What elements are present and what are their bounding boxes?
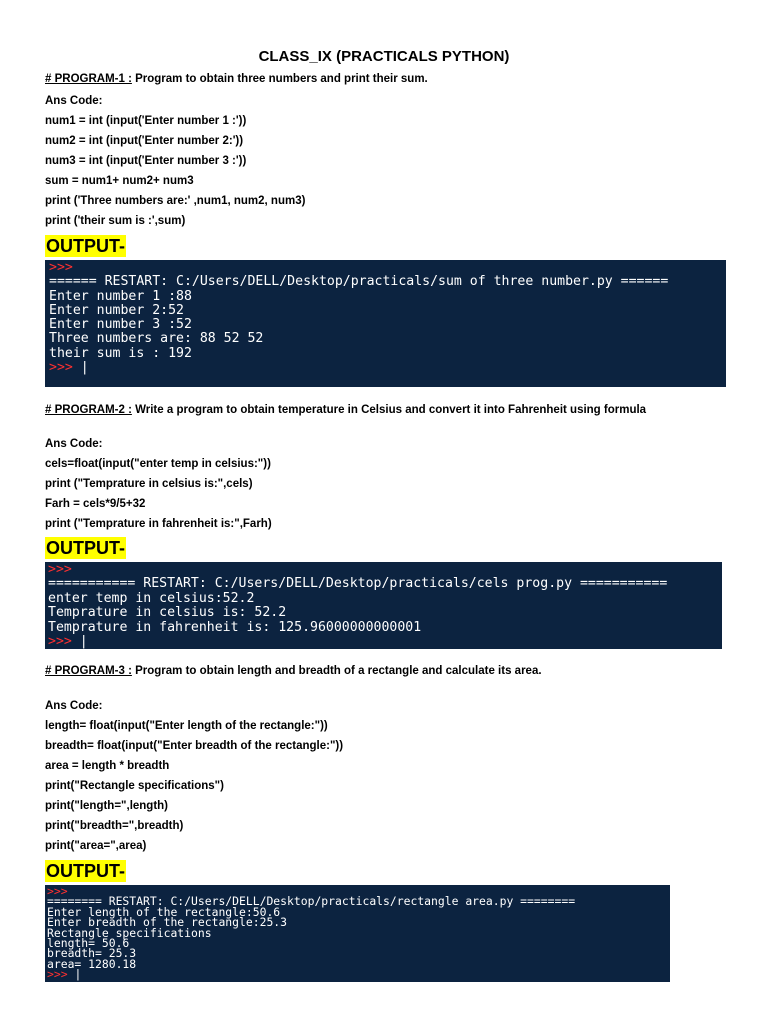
terminal-line: Three numbers are: 88 52 52 [49,331,264,347]
terminal-prompt: >>> [49,260,73,275]
output-label: OUTPUT- [45,537,126,559]
terminal-line: =========== RESTART: C:/Users/DELL/Deskt… [48,576,668,592]
terminal-end-prompt: >>> [49,360,73,376]
terminal-line: Enter number 1 :88 [49,288,192,304]
program-1-heading: # PROGRAM-1 : Program to obtain three nu… [45,73,428,85]
code-line: print ('Three numbers are:' ,num1, num2,… [45,195,306,207]
code-line: print ('their sum is :',sum) [45,215,186,227]
program-2-code: Ans Code: cels=float(input("enter temp i… [45,434,272,534]
terminal-output-3: >>> ======== RESTART: C:/Users/DELL/Desk… [45,885,670,982]
terminal-line: Temprature in fahrenheit is: 125.9600000… [48,619,422,635]
program-2-heading: # PROGRAM-2 : Write a program to obtain … [45,404,646,416]
output-label: OUTPUT- [45,235,126,257]
page-title: CLASS_IX (PRACTICALS PYTHON) [258,48,510,65]
output-label: OUTPUT- [45,860,126,882]
text-cursor: | [80,360,89,376]
code-line: print ("Temprature in fahrenheit is:",Fa… [45,518,272,530]
ans-code-label: Ans Code: [45,700,103,712]
program-3-code: Ans Code: length= float(input("Enter len… [45,696,343,856]
code-line: length= float(input("Enter length of the… [45,720,328,732]
terminal-line: breadth= 25.3 [47,946,137,961]
terminal-end-prompt: >>> [47,967,68,982]
program-1-label: # PROGRAM-1 : [45,73,132,85]
text-cursor: | [79,634,88,649]
program-2-description: Write a program to obtain temperature in… [135,404,647,416]
program-3-description: Program to obtain length and breadth of … [135,665,542,677]
code-line: num3 = int (input('Enter number 3 :')) [45,155,247,167]
terminal-prompt: >>> [47,885,68,898]
code-line: print ("Temprature in celsius is:",cels) [45,478,253,490]
code-line: area = length * breadth [45,760,170,772]
program-1-description: Program to obtain three numbers and prin… [135,73,428,85]
text-cursor: | [74,967,82,982]
code-line: breadth= float(input("Enter breadth of t… [45,740,344,752]
program-1-code: Ans Code: num1 = int (input('Enter numbe… [45,91,305,231]
terminal-line: ====== RESTART: C:/Users/DELL/Desktop/pr… [49,274,669,290]
ans-code-label: Ans Code: [45,95,103,107]
code-line: Farh = cels*9/5+32 [45,498,146,510]
code-line: print("length=",length) [45,800,169,812]
terminal-line: enter temp in celsius:52.2 [48,590,255,606]
terminal-line: Enter breadth of the rectangle:25.3 [47,915,288,930]
terminal-line: Rectangle specifications [47,925,212,940]
terminal-output-2: >>> =========== RESTART: C:/Users/DELL/D… [45,562,722,649]
terminal-prompt: >>> [48,562,72,577]
code-line: num1 = int (input('Enter number 1 :')) [45,115,247,127]
code-line: sum = num1+ num2+ num3 [45,175,194,187]
terminal-line: ======== RESTART: C:/Users/DELL/Desktop/… [47,894,576,909]
code-line: print("Rectangle specifications") [45,780,224,792]
program-3-label: # PROGRAM-3 : [45,665,132,677]
terminal-line: Enter number 3 :52 [49,317,192,333]
terminal-output-1: >>> ====== RESTART: C:/Users/DELL/Deskto… [45,260,726,387]
code-line: cels=float(input("enter temp in celsius:… [45,458,271,470]
terminal-line: their sum is : 192 [49,345,192,361]
terminal-line: Enter length of the rectangle:50.6 [47,904,281,919]
terminal-line: Enter number 2:52 [49,302,184,318]
program-3-heading: # PROGRAM-3 : Program to obtain length a… [45,665,542,677]
code-line: print("breadth=",breadth) [45,820,184,832]
program-2-label: # PROGRAM-2 : [45,404,132,416]
terminal-line: Temprature in celsius is: 52.2 [48,605,287,621]
terminal-line: area= 1280.18 [47,956,137,971]
ans-code-label: Ans Code: [45,438,103,450]
code-line: num2 = int (input('Enter number 2:')) [45,135,244,147]
code-line: print("area=",area) [45,840,147,852]
terminal-line: length= 50.6 [47,936,130,951]
terminal-end-prompt: >>> [48,634,72,649]
